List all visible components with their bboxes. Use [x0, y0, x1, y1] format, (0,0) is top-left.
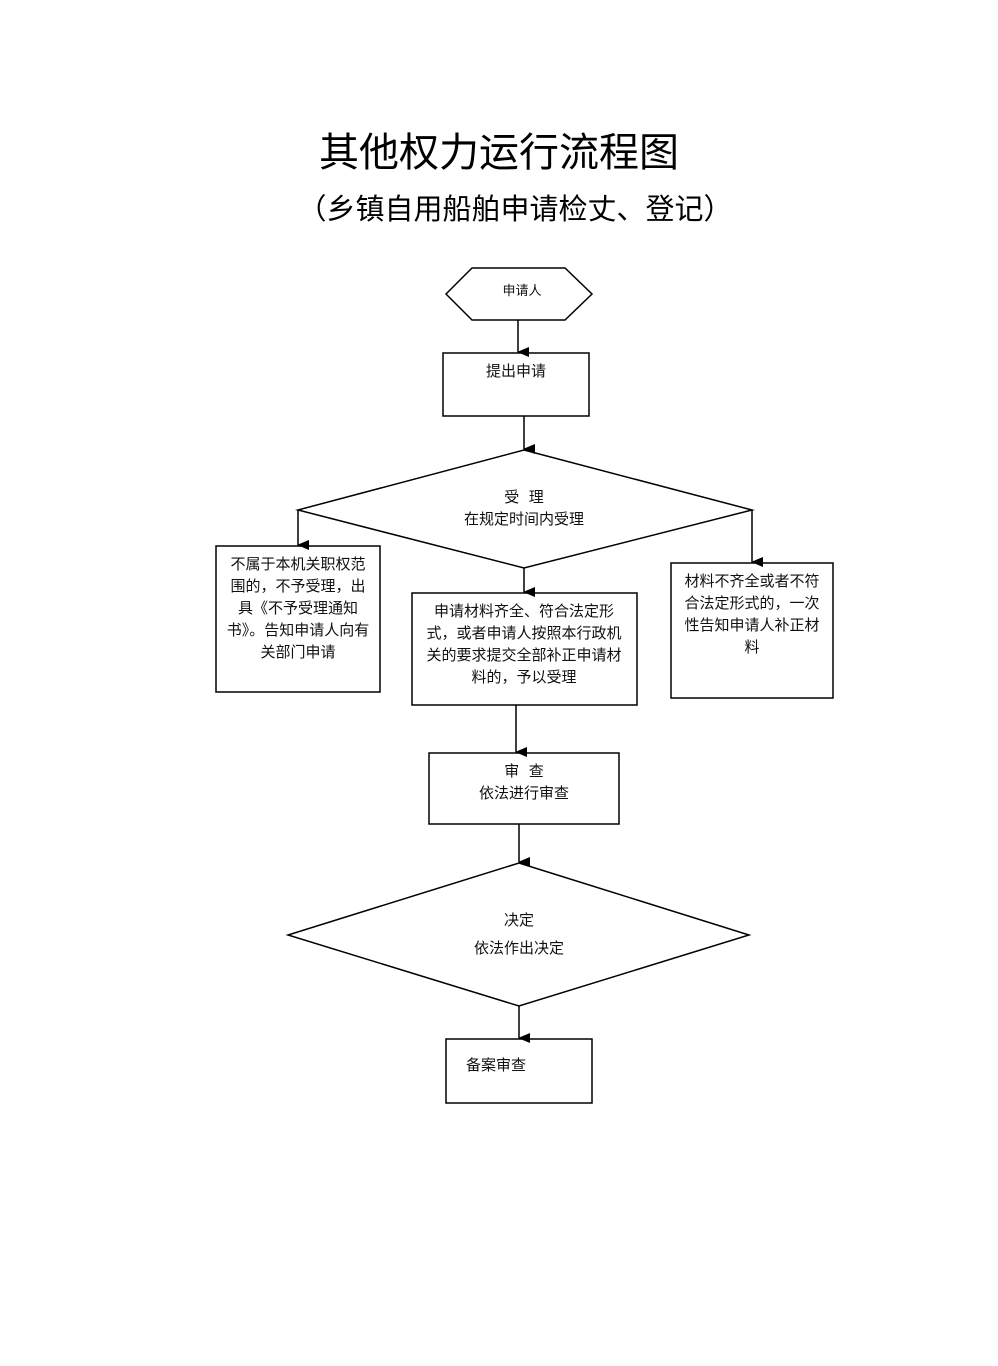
- decision-desc: 依法作出决定: [473, 939, 564, 957]
- accepted-label: 申请材料齐全、符合法定形式，或者申请人按照本行政机关的要求提交全部补正申请材料的…: [426, 602, 622, 686]
- accept-title: 受 理: [504, 488, 544, 506]
- archive-label: 备案审查: [466, 1056, 527, 1074]
- applicant-label: 申请人: [502, 284, 542, 299]
- reject-node: [215, 545, 381, 693]
- submit-label: 提出申请: [485, 362, 546, 380]
- incomplete-label: 材料不齐全或者不符合法定形式的，一次性告知申请人补正材料: [684, 572, 820, 656]
- decision-node: [285, 862, 752, 1007]
- accepted-node: [411, 592, 638, 706]
- review-title: 审 查: [504, 762, 544, 780]
- incomplete-node: [670, 562, 834, 699]
- decision-title: 决定: [503, 911, 534, 929]
- applicant-node: [444, 267, 594, 321]
- reject-label: 不属于本机关职权范围的，不予受理，出具《不予受理通知书》。告知申请人向有关部门申…: [226, 555, 370, 661]
- review-node: [428, 752, 620, 825]
- accept-desc: 在规定时间内受理: [463, 510, 584, 528]
- submit-node: [442, 352, 590, 417]
- review-desc: 依法进行审查: [478, 784, 569, 802]
- page-title: 其他权力运行流程图: [319, 130, 679, 176]
- page-subtitle: （乡镇自用船舶申请检丈、登记）: [297, 192, 733, 226]
- archive-node: [445, 1038, 593, 1104]
